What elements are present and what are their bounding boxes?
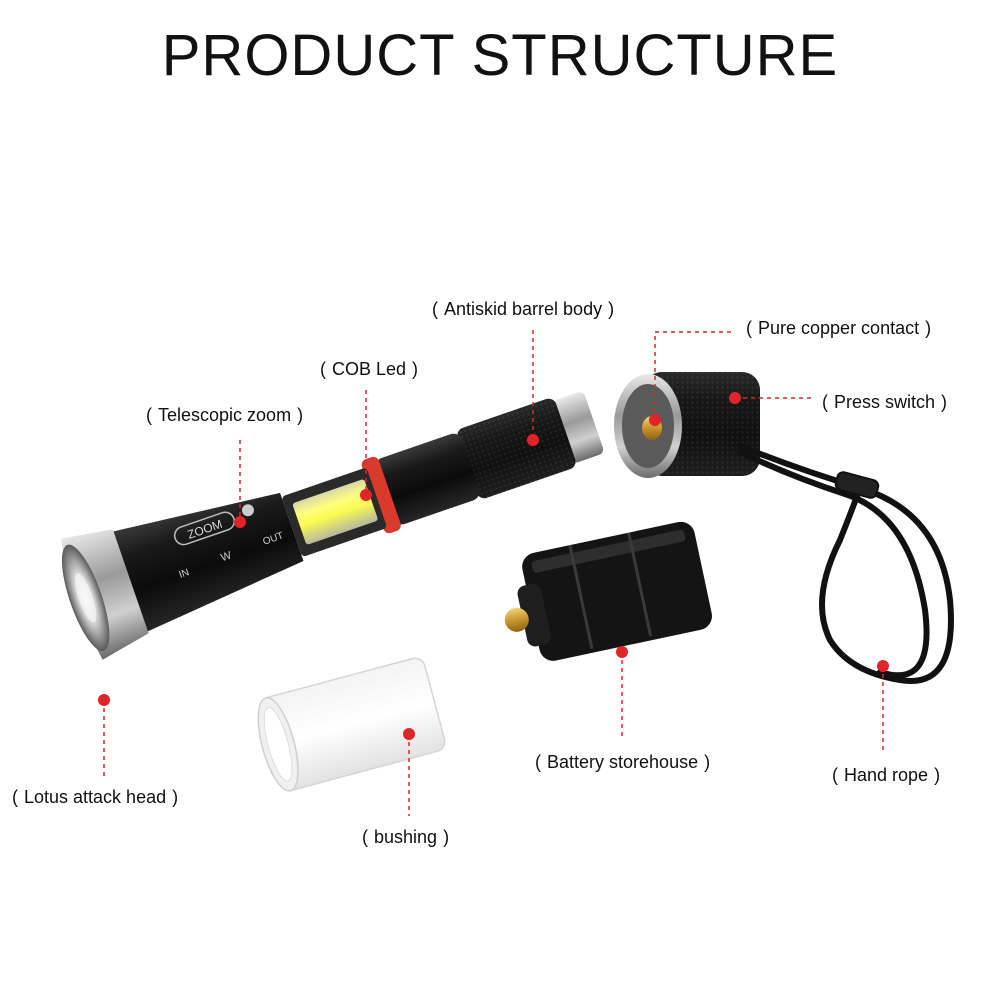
marker-dot-zoom <box>234 516 246 528</box>
barrel-neck <box>375 433 480 525</box>
leader-line-copper <box>654 331 735 420</box>
label-hand-rope: (Hand rope) <box>832 765 941 785</box>
battery-storehouse-icon <box>504 521 712 661</box>
page-title: PRODUCT STRUCTURE <box>161 23 839 88</box>
label-telescopic-zoom: (Telescopic zoom) <box>146 405 304 425</box>
label-press-switch: (Press switch) <box>822 392 948 412</box>
cob-led-panel <box>292 479 378 545</box>
marker-dot-battery <box>616 646 628 658</box>
marker-dot-cob <box>360 489 372 501</box>
marker-dot-lotus <box>98 694 110 706</box>
red-ring <box>361 456 401 534</box>
label-pure-copper-contact: (Pure copper contact) <box>746 318 932 338</box>
in-marking: IN <box>178 567 191 581</box>
marker-dot-antiskid <box>527 434 539 446</box>
label-cob-led: (COB Led) <box>320 359 419 379</box>
head-body <box>111 492 304 633</box>
label-bushing: (bushing) <box>362 827 450 847</box>
marker-dot-copper <box>649 414 661 426</box>
leader-lines <box>103 330 884 816</box>
label-antiskid-barrel-body: (Antiskid barrel body) <box>432 299 615 319</box>
marker-dots <box>98 392 889 740</box>
tail-cap <box>614 372 760 478</box>
label-battery-storehouse: (Battery storehouse) <box>535 752 711 772</box>
marker-dot-bushing <box>403 728 415 740</box>
barrel-thread <box>552 392 604 463</box>
hand-rope-icon <box>737 443 954 684</box>
bushing-icon <box>257 657 446 792</box>
logo-marking: W <box>219 549 233 564</box>
marker-dot-switch <box>729 392 741 404</box>
flashlight-body: ZOOM OUT IN W <box>61 392 604 660</box>
label-lotus-attack-head: (Lotus attack head) <box>12 787 179 807</box>
marker-dot-rope <box>877 660 889 672</box>
